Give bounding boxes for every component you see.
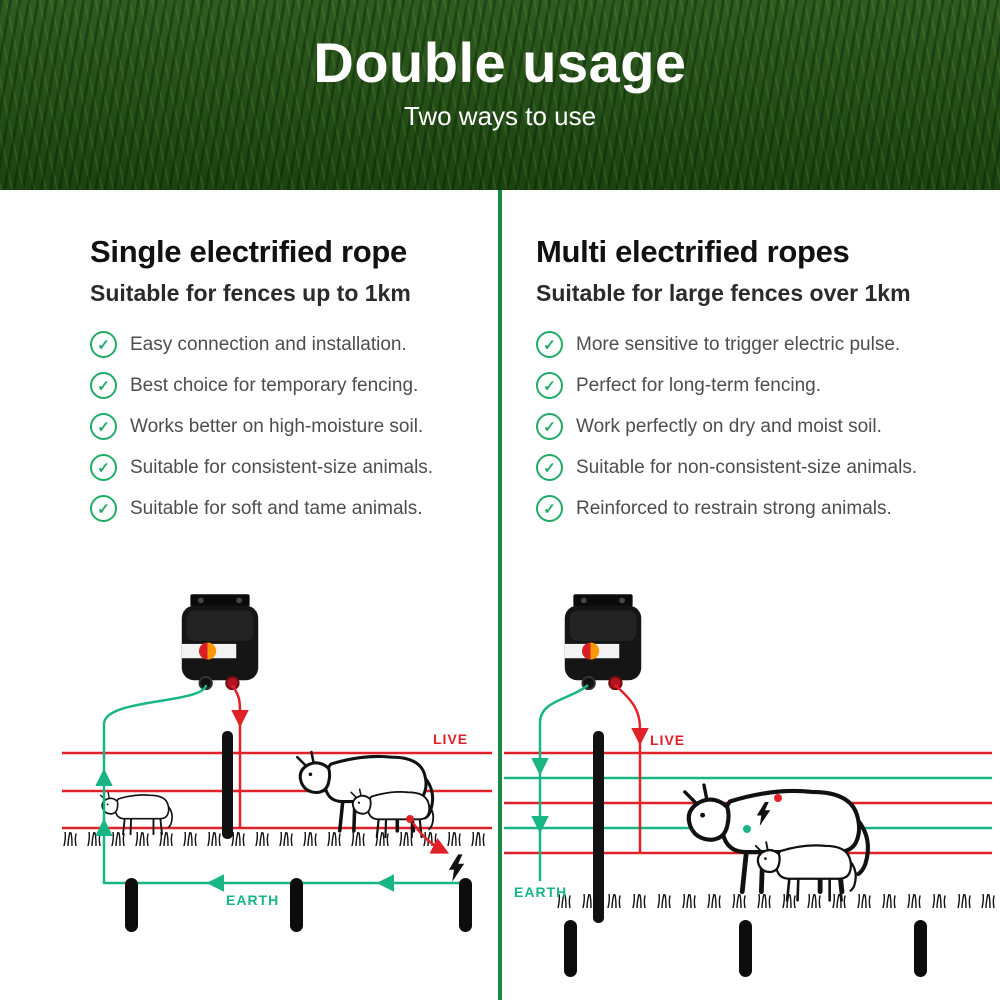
right-feature-list: ✓ More sensitive to trigger electric puls… <box>536 331 984 522</box>
column-divider <box>498 190 502 1000</box>
earth-wire <box>531 684 589 881</box>
check-icon: ✓ <box>536 495 563 522</box>
list-item-text: Suitable for soft and tame animals. <box>130 497 423 519</box>
earth-label: EARTH <box>514 884 567 900</box>
energiser-unit <box>180 594 260 690</box>
list-item: ✓ Works better on high-moisture soil. <box>90 413 480 440</box>
list-item-text: Perfect for long-term fencing. <box>576 374 821 396</box>
check-icon: ✓ <box>90 372 117 399</box>
list-item: ✓ Perfect for long-term fencing. <box>536 372 984 399</box>
left-heading: Single electrified rope <box>90 234 407 269</box>
list-item: ✓ Reinforced to restrain strong animals. <box>536 495 984 522</box>
list-item: ✓ Easy connection and installation. <box>90 331 480 358</box>
calf-outline <box>754 840 858 902</box>
ground-stakes <box>564 920 927 977</box>
banner: Double usage Two ways to use <box>0 0 1000 190</box>
check-icon: ✓ <box>90 495 117 522</box>
list-item: ✓ Best choice for temporary fencing. <box>90 372 480 399</box>
check-icon: ✓ <box>90 413 117 440</box>
check-icon: ✓ <box>536 331 563 358</box>
shock-point-dot <box>406 815 414 823</box>
earth-label: EARTH <box>226 892 279 908</box>
check-icon: ✓ <box>536 372 563 399</box>
right-heading: Multi electrified ropes <box>536 234 850 269</box>
shock-point-dot-live <box>774 794 782 802</box>
list-item: ✓ Suitable for non-consistent-size animal… <box>536 454 984 481</box>
list-item-text: Best choice for temporary fencing. <box>130 374 419 396</box>
list-item-text: Work perfectly on dry and moist soil. <box>576 415 882 437</box>
left-column: Single electrified rope Suitable for fen… <box>0 190 500 536</box>
check-icon: ✓ <box>90 331 117 358</box>
list-item: ✓ More sensitive to trigger electric puls… <box>536 331 984 358</box>
right-column: Multi electrified ropes Suitable for lar… <box>500 190 1000 536</box>
list-item-text: Suitable for consistent-size animals. <box>130 456 434 478</box>
shock-point-dot-earth <box>743 825 751 833</box>
left-feature-list: ✓ Easy connection and installation. ✓ Best… <box>90 331 480 522</box>
list-item-text: Suitable for non-consistent-size animals… <box>576 456 918 478</box>
live-wire <box>230 684 249 828</box>
lightning-icon <box>448 854 465 882</box>
list-item: ✓ Work perfectly on dry and moist soil. <box>536 413 984 440</box>
check-icon: ✓ <box>536 413 563 440</box>
fence-post <box>222 731 233 839</box>
shock-arrow <box>411 822 450 854</box>
list-item-text: Works better on high-moisture soil. <box>130 415 424 437</box>
list-item-text: Easy connection and installation. <box>130 333 407 355</box>
list-item-text: Reinforced to restrain strong animals. <box>576 497 892 519</box>
ground-stakes <box>125 878 472 932</box>
list-item-text: More sensitive to trigger electric pulse… <box>576 333 901 355</box>
earth-wire <box>95 684 470 892</box>
live-label: LIVE <box>433 731 468 747</box>
live-wire <box>614 684 649 853</box>
calf-outline <box>349 788 435 839</box>
list-item: ✓ Suitable for soft and tame animals. <box>90 495 480 522</box>
check-icon: ✓ <box>536 454 563 481</box>
energiser-unit <box>563 594 643 690</box>
right-subheading: Suitable for large fences over 1km <box>536 280 911 306</box>
grass <box>557 894 995 908</box>
list-item: ✓ Suitable for consistent-size animals. <box>90 454 480 481</box>
multi-rope-diagram: LIVE EARTH <box>504 594 995 977</box>
fence-post <box>593 731 604 923</box>
page-title: Double usage <box>313 31 687 94</box>
left-subheading: Suitable for fences up to 1km <box>90 280 411 306</box>
page-subtitle: Two ways to use <box>403 100 597 131</box>
check-icon: ✓ <box>90 454 117 481</box>
live-label: LIVE <box>650 732 685 748</box>
single-rope-diagram: LIVE EARTH <box>62 594 492 932</box>
